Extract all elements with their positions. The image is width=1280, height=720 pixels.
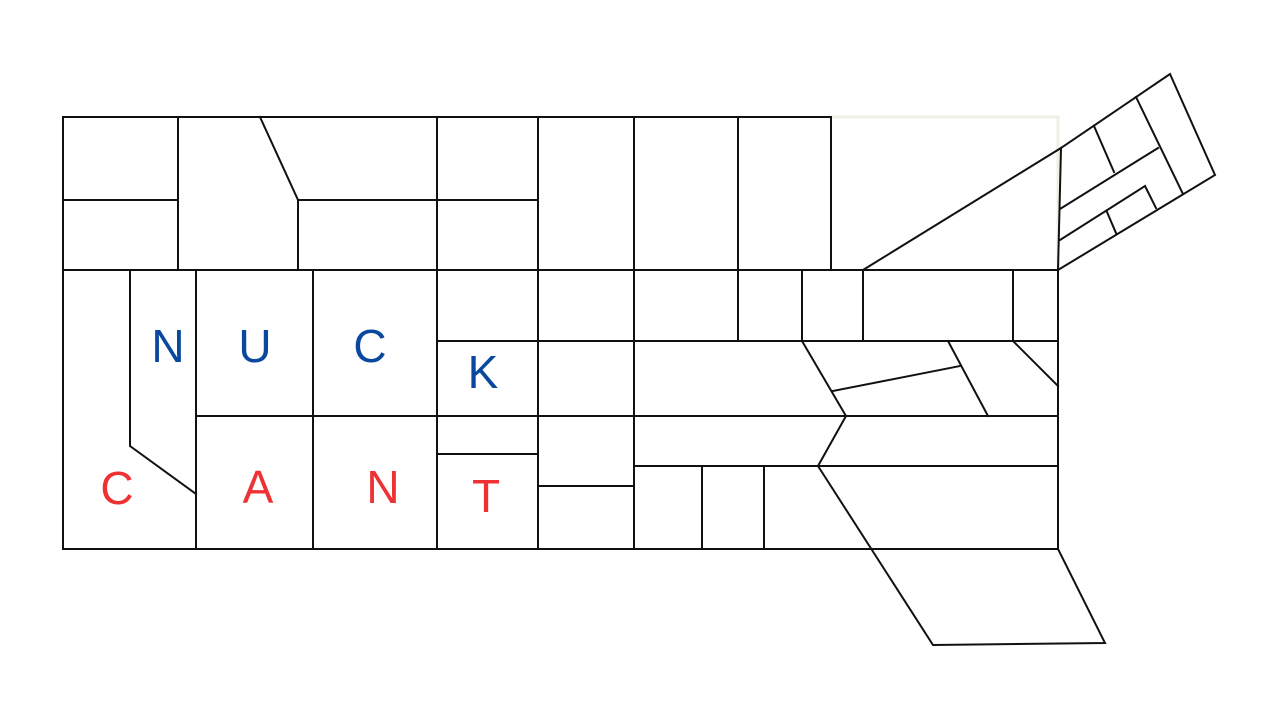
bottom-letter-3: N (366, 461, 399, 513)
top-word: N U C K (151, 320, 498, 398)
grid-lines (62, 72, 1217, 647)
top-letter-2: U (238, 320, 271, 372)
bottom-letter-2: A (243, 461, 274, 513)
bottom-letter-4: T (472, 470, 500, 522)
top-letter-1: N (151, 320, 184, 372)
bottom-letter-1: C (100, 462, 133, 514)
top-letter-4: K (468, 346, 499, 398)
bottom-word: C A N T (100, 461, 500, 522)
top-letter-3: C (353, 320, 386, 372)
